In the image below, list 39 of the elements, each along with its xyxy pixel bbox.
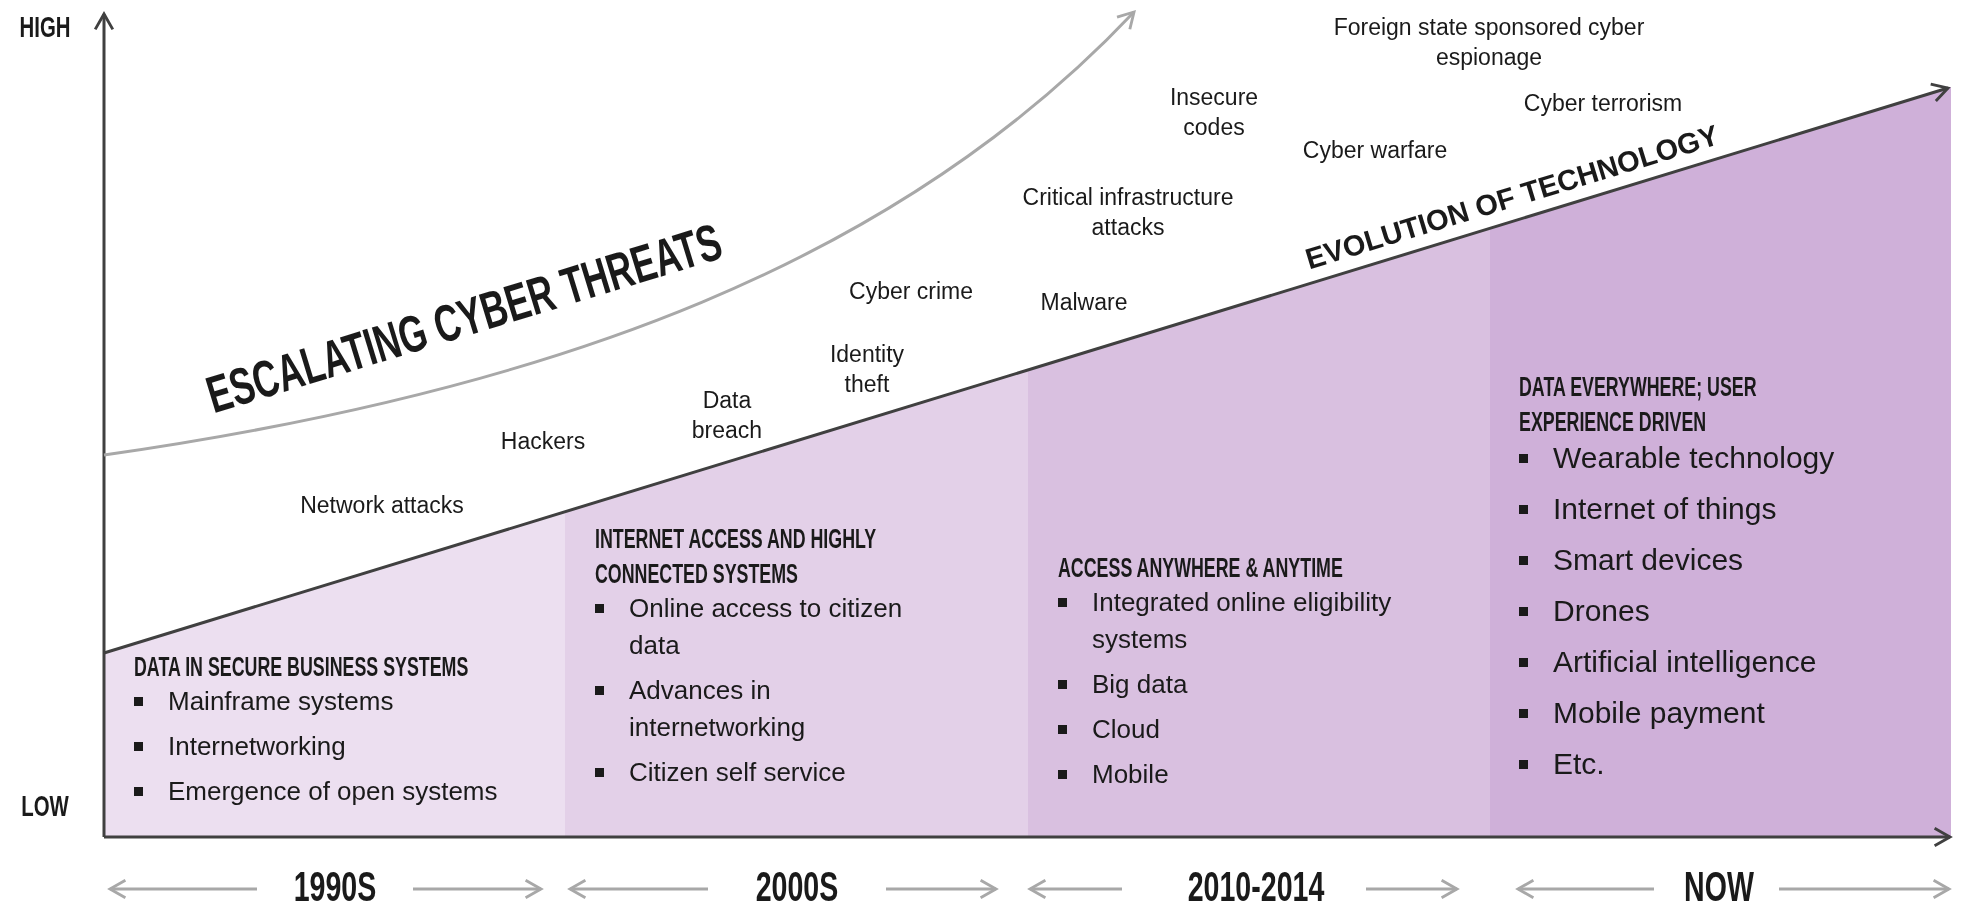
bullet-item: Emergence of open systems	[168, 774, 499, 808]
period-label: 1990S	[293, 861, 377, 907]
bullet-item: Citizen self service	[629, 756, 847, 790]
bullet-item: Integrated online eligibility systems	[1092, 585, 1393, 656]
threat-label: Network attacks	[300, 491, 464, 520]
bullet-item: Internet of things	[1553, 491, 1778, 528]
threat-label: Critical infrastructure attacks	[1021, 183, 1235, 242]
period-label: NOW	[1684, 861, 1754, 907]
threat-label: Hackers	[500, 427, 586, 456]
bullet-item: Mainframe systems	[168, 684, 395, 718]
bullet-item: Etc.	[1553, 746, 1606, 783]
bullet-item: Cloud	[1092, 712, 1161, 746]
threat-label: Data breach	[690, 386, 764, 445]
bullet-item: Mobile payment	[1553, 695, 1766, 732]
bullet-item: Smart devices	[1553, 542, 1745, 579]
threat-label: Cyber terrorism	[1523, 89, 1683, 118]
threat-label: Cyber crime	[849, 277, 973, 306]
bullet-item: Internetworking	[168, 729, 347, 763]
band-heading: DATA EVERYWHERE; USER EXPERIENCE DRIVEN	[1519, 371, 1758, 440]
threat-label: Malware	[1040, 288, 1128, 317]
band-heading: INTERNET ACCESS AND HIGHLY CONNECTED SYSTEMS	[595, 523, 877, 592]
era-band	[104, 511, 565, 837]
period-label: 2000S	[755, 861, 839, 907]
bullet-item: Drones	[1553, 593, 1651, 630]
bullet-item: Wearable technology	[1553, 440, 1836, 477]
threat-label: Insecure codes	[1168, 83, 1260, 142]
bullet-item: Artificial intelligence	[1553, 644, 1818, 681]
bullet-item: Advances in internetworking	[629, 674, 807, 745]
axis-label: LOW	[21, 787, 69, 824]
bullet-item: Big data	[1092, 667, 1189, 701]
band-heading: ACCESS ANYWHERE & ANYTIME	[1058, 551, 1344, 585]
period-label: 2010-2014	[1187, 861, 1325, 907]
threat-label: Identity theft	[828, 340, 906, 399]
axis-label: HIGH	[19, 8, 71, 45]
threat-label: Foreign state sponsored cyber espionage	[1332, 13, 1646, 72]
threat-label: Cyber warfare	[1302, 136, 1448, 165]
band-heading: DATA IN SECURE BUSINESS SYSTEMS	[134, 650, 470, 684]
bullet-item: Mobile	[1092, 757, 1170, 791]
bullet-item: Online access to citizen data	[629, 592, 904, 663]
